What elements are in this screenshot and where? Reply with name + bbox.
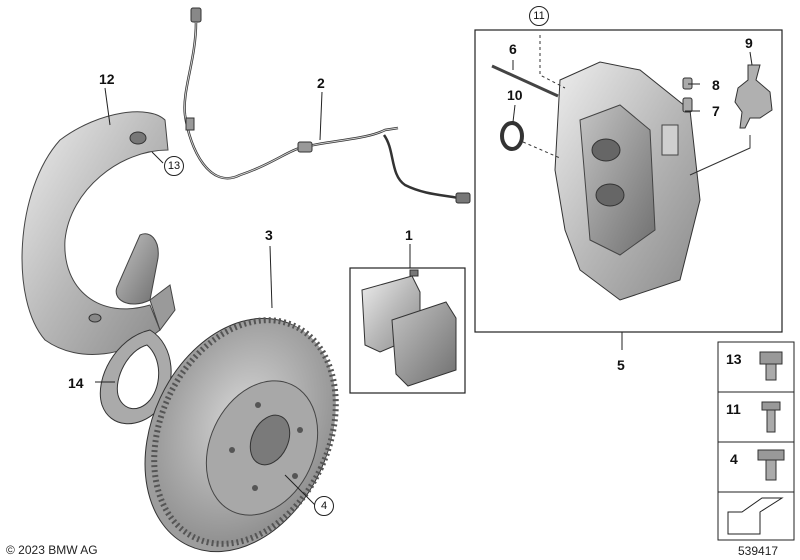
label-part-12: 12 [99, 71, 115, 87]
diagram-number: 539417 [738, 544, 779, 558]
fastener-label-4: 4 [730, 451, 738, 467]
label-part-14: 14 [68, 375, 84, 391]
label-part-4-circled: 4 [314, 496, 334, 516]
brake-pads-group [349, 267, 466, 394]
label-part-5: 5 [617, 357, 625, 373]
fastener-panel [717, 341, 795, 541]
brake-caliper-group [474, 29, 783, 333]
gasket-ring [99, 329, 172, 425]
label-part-13-circled: 13 [164, 156, 184, 176]
label-part-8: 8 [712, 77, 720, 93]
label-part-1: 1 [405, 227, 413, 243]
label-part-11-circled: 11 [529, 6, 549, 26]
brake-dust-shield [21, 111, 176, 355]
label-part-10: 10 [507, 87, 523, 103]
fastener-label-13: 13 [726, 351, 742, 367]
fastener-label-11: 11 [726, 401, 741, 417]
label-part-6: 6 [509, 41, 517, 57]
label-part-3: 3 [265, 227, 273, 243]
copyright-text: © 2023 BMW AG [6, 543, 98, 557]
label-part-9: 9 [745, 35, 753, 51]
label-part-7: 7 [712, 103, 720, 119]
brake-disc [144, 317, 339, 553]
label-part-2: 2 [317, 75, 325, 91]
wear-sensor-cable [183, 7, 471, 204]
leader-lines [95, 51, 753, 506]
